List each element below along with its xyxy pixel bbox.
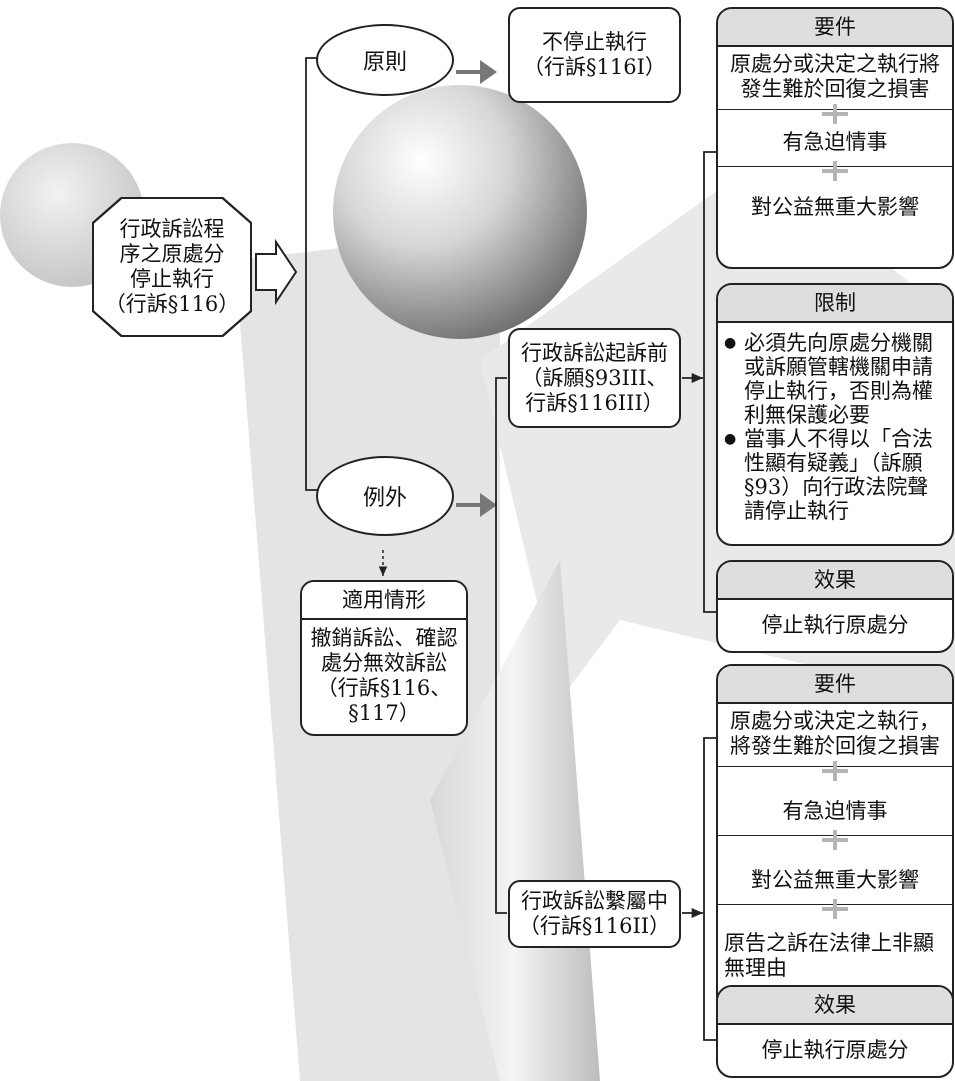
root-line-2: 序之原處分 (119, 242, 225, 266)
exception-label: 例外 (362, 486, 407, 511)
pending-suit-box: 行政訴訟繫屬中 （行訴§116II） (508, 880, 681, 948)
root-line-4: （行訴§116） (104, 292, 240, 316)
root-node: 行政訴訟程 序之原處分 停止執行 （行訴§116） (92, 197, 252, 337)
before-suit-line-1: 行政訴訟起訴前 (521, 340, 668, 365)
plus-icon (718, 899, 952, 925)
before-requirement-1: 原處分或決定之執行將發生難於回復之損害 (730, 52, 940, 101)
pending-effect-text: 停止執行原處分 (761, 1038, 909, 1062)
pending-suit-line-2: （行訴§116II） (518, 914, 671, 938)
applicable-line-2: 處分無效訴訟 (321, 651, 447, 675)
plus-icon (718, 161, 952, 187)
pending-requirements-title: 要件 (718, 666, 952, 704)
plus-icon (718, 761, 952, 787)
applicable-line-4: §117） (348, 701, 420, 725)
principle-oval: 原則 (316, 24, 454, 96)
plus-icon (718, 104, 952, 130)
before-requirements-title: 要件 (718, 9, 952, 47)
before-suit-line-2: （訴願§93III、 (521, 365, 668, 390)
pending-effect-card: 效果 停止執行原處分 (716, 985, 954, 1078)
before-limits-card: 限制 必須先向原處分機關或訴願管轄機關申請停止執行，否則為權利無保護必要 當事人… (716, 283, 954, 546)
before-requirement-2: 有急迫情事 (782, 130, 888, 154)
principle-label: 原則 (362, 50, 407, 75)
before-effect-card: 效果 停止執行原處分 (716, 560, 954, 653)
limit-bullet-2: 當事人不得以「合法性顯有疑義」（訴願§93）向行政法院聲請停止執行 (718, 427, 952, 523)
pending-effect-title: 效果 (718, 987, 952, 1025)
before-suit-line-3: 行訴§116III） (525, 390, 664, 415)
pending-requirement-4: 原告之訴在法律上非顯無理由 (724, 931, 934, 980)
applicable-title: 適用情形 (302, 582, 466, 620)
principle-result-box: 不停止執行 （行訴§116Ⅰ） (508, 7, 681, 103)
pending-requirement-2: 有急迫情事 (782, 799, 888, 823)
applicable-box: 適用情形 撤銷訴訟、確認 處分無效訴訟 （行訴§116、 §117） (300, 580, 468, 736)
applicable-line-3: （行訴§116、 (316, 676, 452, 700)
principle-result-line-2: （行訴§116Ⅰ） (523, 55, 666, 79)
exception-oval: 例外 (316, 456, 454, 536)
applicable-line-1: 撤銷訴訟、確認 (310, 626, 458, 650)
before-suit-box: 行政訴訟起訴前 （訴願§93III、 行訴§116III） (508, 328, 681, 428)
root-line-1: 行政訴訟程 (119, 217, 225, 241)
principle-result-line-1: 不停止執行 (542, 30, 647, 54)
pending-requirement-3: 對公益無重大影響 (751, 868, 919, 892)
before-effect-title: 效果 (718, 562, 952, 600)
before-requirement-3: 對公益無重大影響 (751, 195, 919, 219)
pending-requirements-card: 要件 原處分或決定之執行，將發生難於回復之損害 有急迫情事 對公益無重大影響 原… (716, 664, 954, 1029)
before-limits-title: 限制 (718, 285, 952, 323)
plus-icon (718, 830, 952, 856)
root-line-3: 停止執行 (130, 267, 214, 291)
pending-requirement-1: 原處分或決定之執行，將發生難於回復之損害 (730, 709, 940, 758)
before-effect-text: 停止執行原處分 (761, 613, 909, 637)
pending-suit-line-1: 行政訴訟繫屬中 (521, 889, 668, 913)
limit-bullet-1: 必須先向原處分機關或訴願管轄機關申請停止執行，否則為權利無保護必要 (718, 331, 952, 427)
before-requirements-card: 要件 原處分或決定之執行將發生難於回復之損害 有急迫情事 對公益無重大影響 (716, 7, 954, 269)
